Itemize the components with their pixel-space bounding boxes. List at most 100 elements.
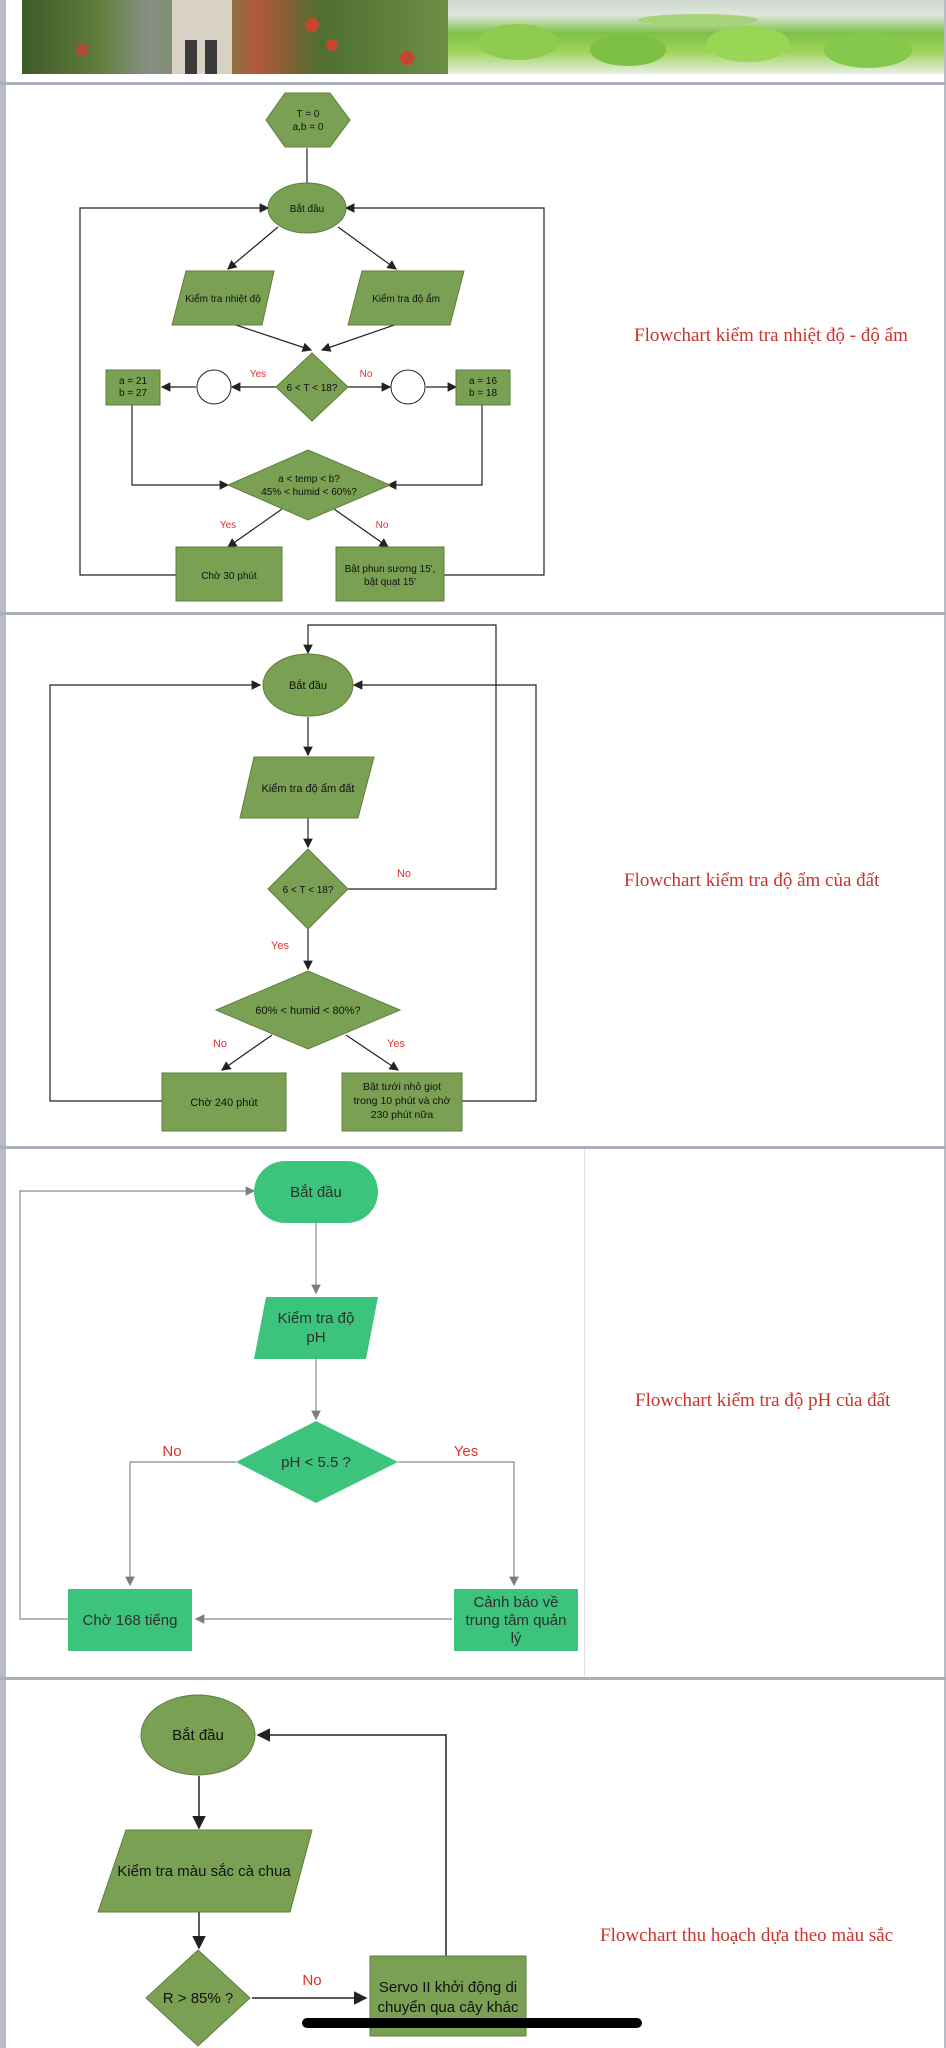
decision2-line-1: a < temp < b? [278, 474, 340, 485]
init-line-1: T = 0 [297, 109, 320, 120]
panel-harvest: Bắt đầu Kiểm tra màu sắc cà chua R > 85%… [6, 1680, 944, 2048]
no-label: No [302, 1972, 321, 1989]
action-box [341, 1072, 463, 1132]
farmer-figure [76, 0, 414, 74]
caption-soil-moisture: Flowchart kiểm tra độ ẩm của đất [624, 870, 880, 891]
lettuce-hydroponic-photo [448, 0, 944, 74]
flowchart-harvest: Bắt đầu Kiểm tra màu sắc cà chua R > 85%… [97, 1694, 527, 2047]
no-label: No [360, 369, 373, 380]
no2-label: No [213, 1038, 227, 1050]
no2-label: No [376, 520, 389, 531]
panel-separator-line [584, 1149, 585, 1677]
panel-soil-moisture: Bắt đầu Kiểm tra độ ẩm đất 6 < T < 18? N… [6, 615, 944, 1146]
check-label: Kiểm tra màu sắc cà chua [117, 1863, 291, 1880]
left-box-line-2: b = 27 [119, 388, 148, 399]
check-label: Kiểm tra độ ẩm đất [262, 783, 355, 795]
decision-label: 6 < T < 18? [287, 383, 338, 394]
action-line-1: Bật phun sương 15', [345, 564, 436, 575]
init-line-2: a,b = 0 [293, 122, 324, 133]
decision2-line-2: 45% < humid < 60%? [261, 487, 357, 498]
flowchart-soil-ph: Bắt đầu Kiểm tra độ pH pH < 5.5 ? No Yes… [19, 1161, 578, 1651]
wait-label: Chờ 240 phút [190, 1097, 257, 1109]
warn-line-1: Cảnh báo về [473, 1594, 558, 1611]
divider [0, 1146, 946, 1149]
caption-soil-ph: Flowchart kiểm tra độ pH của đất [635, 1390, 891, 1411]
check-line-2: pH [306, 1329, 325, 1346]
divider [0, 82, 946, 85]
right-box-line-2: b = 18 [469, 388, 498, 399]
decision-diamond [275, 352, 349, 422]
divider [0, 1677, 946, 1680]
tomato-greenhouse-photo [22, 0, 448, 74]
yes2-label: Yes [387, 1038, 405, 1050]
action-line-2: bật quạt 15' [364, 577, 416, 588]
left-threshold-box [105, 369, 161, 406]
decision-label: pH < 5.5 ? [281, 1454, 351, 1471]
home-indicator-bar[interactable] [302, 2018, 642, 2028]
yes-label: Yes [271, 940, 289, 952]
action-line-3: 230 phút nữa [371, 1109, 434, 1121]
decision-diamond [145, 1949, 251, 2047]
start-label: Bắt đầu [290, 202, 324, 215]
check-temp-parallelogram [171, 270, 275, 326]
wait-box [68, 1589, 192, 1651]
yes-label: Yes [454, 1443, 478, 1460]
wait-label: Chờ 168 tiếng [83, 1612, 178, 1629]
init-hexagon [265, 92, 351, 148]
left-box-line-1: a = 21 [119, 376, 148, 387]
lettuce-rows [478, 14, 912, 68]
connectors [192, 1728, 447, 2005]
connectors [19, 1186, 519, 1624]
start-ellipse [262, 653, 354, 717]
caption-harvest: Flowchart thu hoạch dựa theo màu sắc [600, 1925, 894, 1946]
servo-line-1: Servo II khởi động di [379, 1979, 517, 1996]
start-ellipse [140, 1694, 256, 1776]
yes-label: Yes [250, 369, 266, 380]
action-box [335, 546, 445, 602]
wait-label: Chờ 30 phút [201, 571, 257, 582]
check-parallelogram [97, 1829, 313, 1913]
warn-box [454, 1589, 578, 1651]
check-parallelogram [254, 1297, 378, 1359]
panel-soil-ph: Bắt đầu Kiểm tra độ pH pH < 5.5 ? No Yes… [6, 1149, 944, 1677]
decision2-diamond [226, 449, 392, 521]
divider [0, 612, 946, 615]
connectors [49, 624, 537, 1102]
decision-diamond [267, 848, 349, 930]
check-parallelogram [239, 756, 375, 819]
check-humid-parallelogram [347, 270, 465, 326]
flowchart-soil-moisture: Bắt đầu Kiểm tra độ ẩm đất 6 < T < 18? N… [49, 624, 537, 1132]
connectors [79, 148, 545, 576]
wait-box [161, 1072, 287, 1132]
yes2-label: Yes [220, 520, 236, 531]
decision-diamond [236, 1421, 398, 1503]
start-label: Bắt đầu [172, 1727, 224, 1744]
no-label: No [397, 868, 411, 880]
right-box-line-1: a = 16 [469, 376, 498, 387]
right-threshold-box [455, 369, 511, 406]
panel-temp-humid: T = 0 a,b = 0 Bắt đầu Kiểm tra nhiệt độ … [6, 85, 944, 612]
warn-line-2: trung tâm quản [466, 1612, 567, 1629]
decision2-label: 60% < humid < 80%? [255, 1005, 360, 1017]
flowchart-temp-humid: T = 0 a,b = 0 Bắt đầu Kiểm tra nhiệt độ … [79, 92, 545, 602]
no-label: No [162, 1443, 181, 1460]
servo-line-2: chuyển qua cây khác [378, 1999, 519, 2016]
decision2-diamond [214, 970, 402, 1050]
decision-label: R > 85% ? [163, 1990, 233, 2007]
start-ellipse [267, 182, 347, 234]
connector-circle-left [196, 369, 232, 405]
connector-circle-right [390, 369, 426, 405]
start-label: Bắt đầu [289, 679, 327, 692]
decision-label: 6 < T < 18? [283, 885, 334, 896]
caption-temp-humid: Flowchart kiểm tra nhiệt độ - độ ẩm [634, 325, 908, 346]
check-line-1: Kiểm tra độ [278, 1310, 355, 1327]
warn-line-3: lý [511, 1630, 522, 1647]
check-humid-label: Kiểm tra độ ẩm [372, 293, 440, 305]
wait-box [175, 546, 283, 602]
check-temp-label: Kiểm tra nhiệt độ [185, 293, 261, 305]
action-line-2: trong 10 phút và chờ [354, 1095, 451, 1107]
action-line-1: Bật tưới nhỏ giọt [363, 1081, 441, 1093]
start-label: Bắt đầu [290, 1184, 342, 1201]
start-pill [254, 1161, 378, 1223]
photo-strip [6, 0, 944, 82]
